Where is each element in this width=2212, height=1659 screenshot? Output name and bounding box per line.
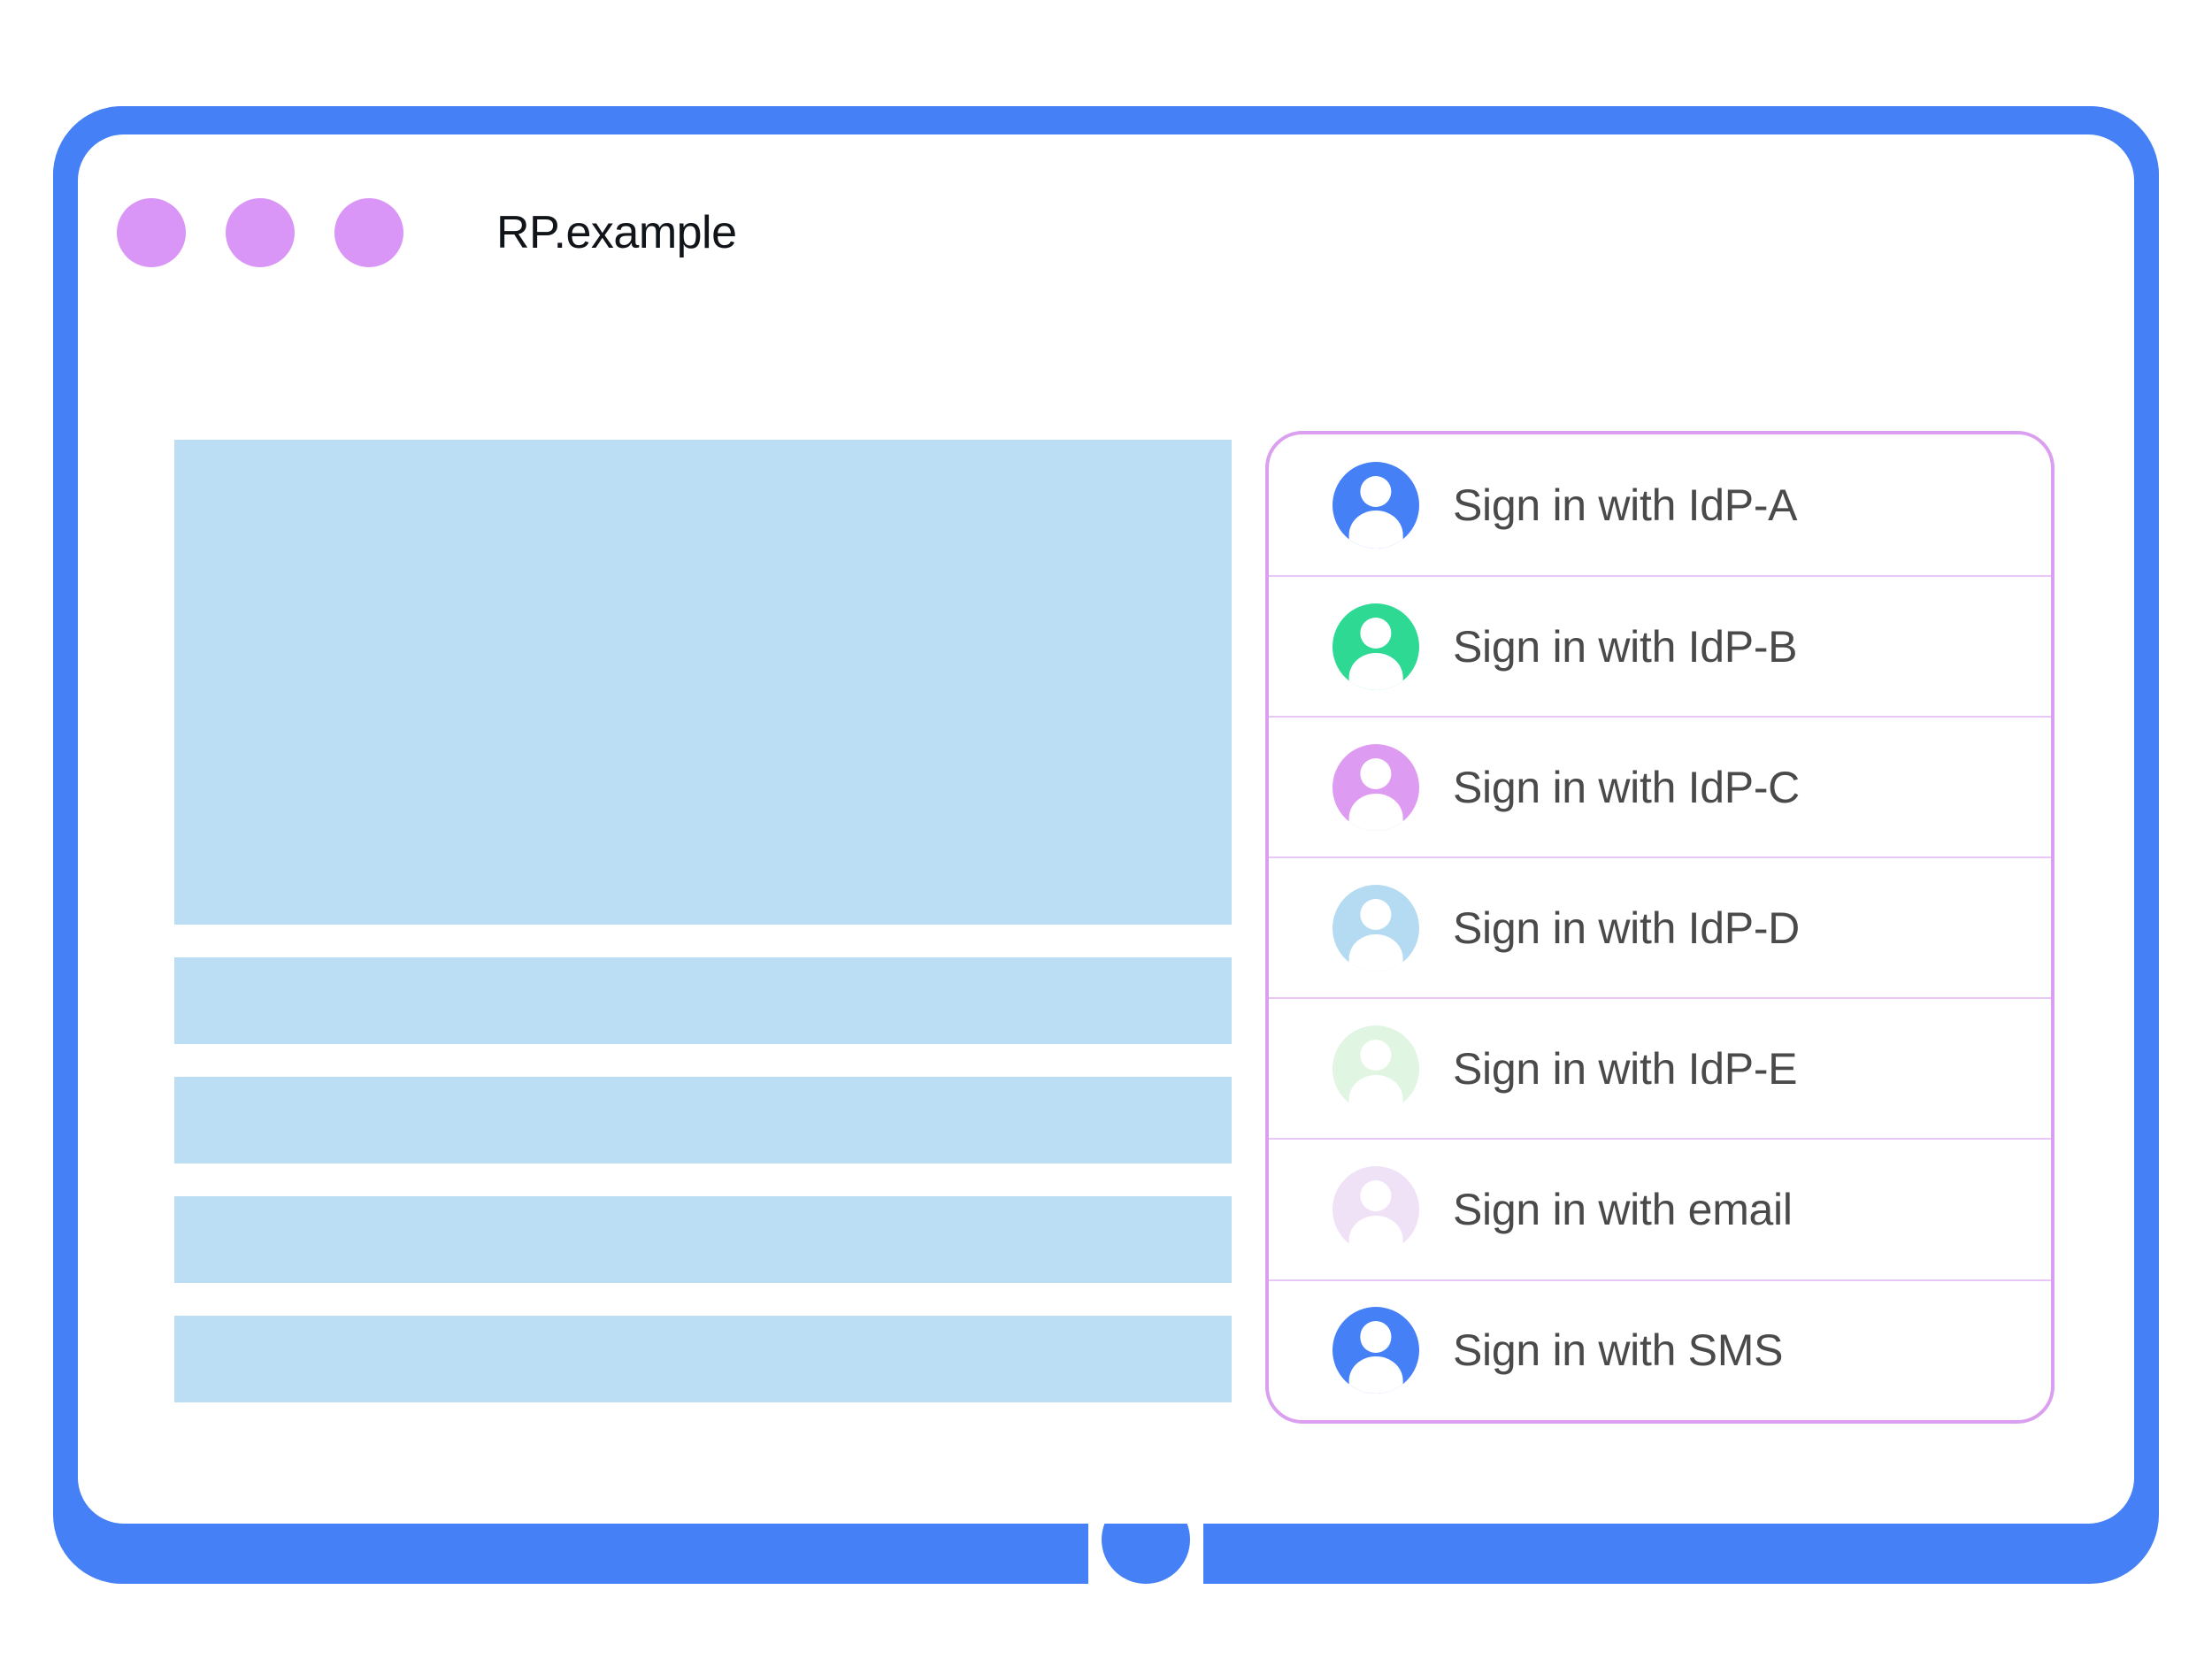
signin-option-row[interactable]: Sign in with SMS: [1269, 1279, 2051, 1420]
signin-option-row[interactable]: Sign in with IdP-C: [1269, 716, 2051, 856]
signin-options-panel: Sign in with IdP-A Sign in with IdP-B Sign…: [1265, 431, 2055, 1424]
account-avatar-icon: [1333, 603, 1419, 690]
signin-option-label: Sign in with IdP-A: [1453, 480, 1798, 530]
signin-option-label: Sign in with email: [1453, 1185, 1793, 1235]
signin-option-row[interactable]: Sign in with IdP-E: [1269, 997, 2051, 1138]
window-dot-2[interactable]: [226, 198, 295, 267]
signin-option-label: Sign in with IdP-C: [1453, 762, 1800, 812]
account-avatar-icon: [1333, 1025, 1419, 1112]
account-avatar-icon: [1333, 743, 1419, 831]
text-placeholder-1: [174, 957, 1232, 1044]
hero-placeholder: [174, 440, 1232, 925]
account-avatar-icon: [1333, 1166, 1419, 1254]
browser-title-bar: RP.example: [117, 193, 737, 273]
account-avatar-icon: [1333, 461, 1419, 549]
signin-option-label: Sign in with IdP-D: [1453, 902, 1800, 953]
account-avatar-icon: [1333, 1307, 1419, 1394]
signin-option-row[interactable]: Sign in with IdP-A: [1269, 434, 2051, 575]
text-placeholder-2: [174, 1077, 1232, 1164]
account-avatar-icon: [1333, 884, 1419, 972]
text-placeholder-3: [174, 1196, 1232, 1283]
signin-option-row[interactable]: Sign in with IdP-B: [1269, 575, 2051, 716]
text-placeholder-4: [174, 1316, 1232, 1402]
signin-option-label: Sign in with IdP-B: [1453, 621, 1798, 672]
content-placeholder-group: [174, 440, 1232, 1435]
signin-option-row[interactable]: Sign in with email: [1269, 1138, 2051, 1279]
signin-option-row[interactable]: Sign in with IdP-D: [1269, 856, 2051, 997]
signin-option-label: Sign in with IdP-E: [1453, 1043, 1798, 1094]
signin-option-label: Sign in with SMS: [1453, 1325, 1784, 1376]
page-title: RP.example: [496, 207, 737, 258]
window-dot-1[interactable]: [117, 198, 186, 267]
window-dot-3[interactable]: [334, 198, 403, 267]
